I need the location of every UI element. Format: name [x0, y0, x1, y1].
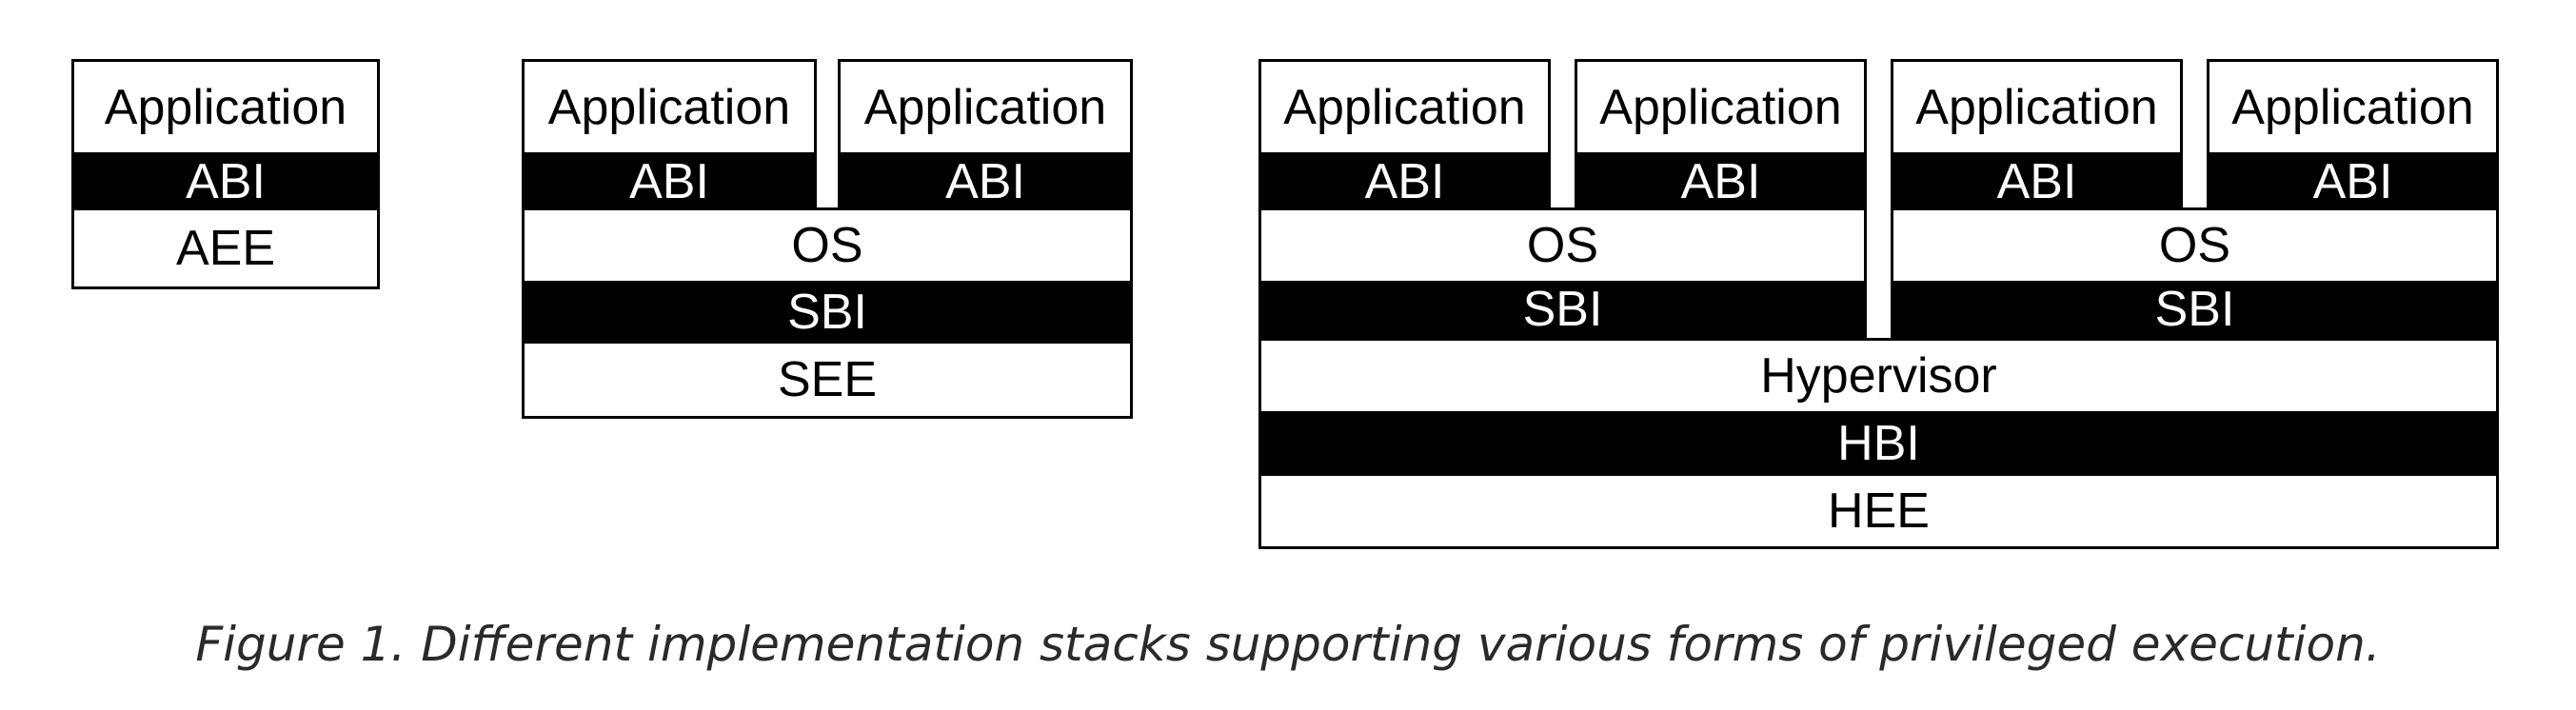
abi-bar: ABI	[1258, 152, 1551, 210]
hbi-bar: HBI	[1258, 411, 2499, 476]
sbi-bar: SBI	[522, 281, 1133, 344]
hee-box: HEE	[1258, 473, 2499, 549]
application-box: Application	[2207, 59, 2499, 155]
os-box: OS	[522, 207, 1133, 284]
application-box: Application	[1258, 59, 1551, 155]
os-box: OS	[1258, 207, 1867, 284]
see-box: SEE	[522, 341, 1133, 419]
aee-box: AEE	[71, 207, 380, 289]
abi-bar: ABI	[1891, 152, 2183, 210]
application-box: Application	[522, 59, 817, 155]
sbi-bar: SBI	[1258, 281, 1867, 338]
sbi-bar: SBI	[1891, 281, 2499, 338]
hypervisor-box: Hypervisor	[1258, 338, 2499, 414]
application-box: Application	[838, 59, 1133, 155]
abi-bar: ABI	[522, 152, 817, 210]
abi-bar: ABI	[2207, 152, 2499, 210]
application-box: Application	[71, 59, 380, 155]
application-box: Application	[1891, 59, 2183, 155]
abi-bar: ABI	[1575, 152, 1867, 210]
os-box: OS	[1891, 207, 2499, 284]
application-box: Application	[1575, 59, 1867, 155]
abi-bar: ABI	[838, 152, 1133, 210]
figure-caption: Figure 1. Different implementation stack…	[195, 617, 2381, 672]
abi-bar: ABI	[71, 152, 380, 210]
